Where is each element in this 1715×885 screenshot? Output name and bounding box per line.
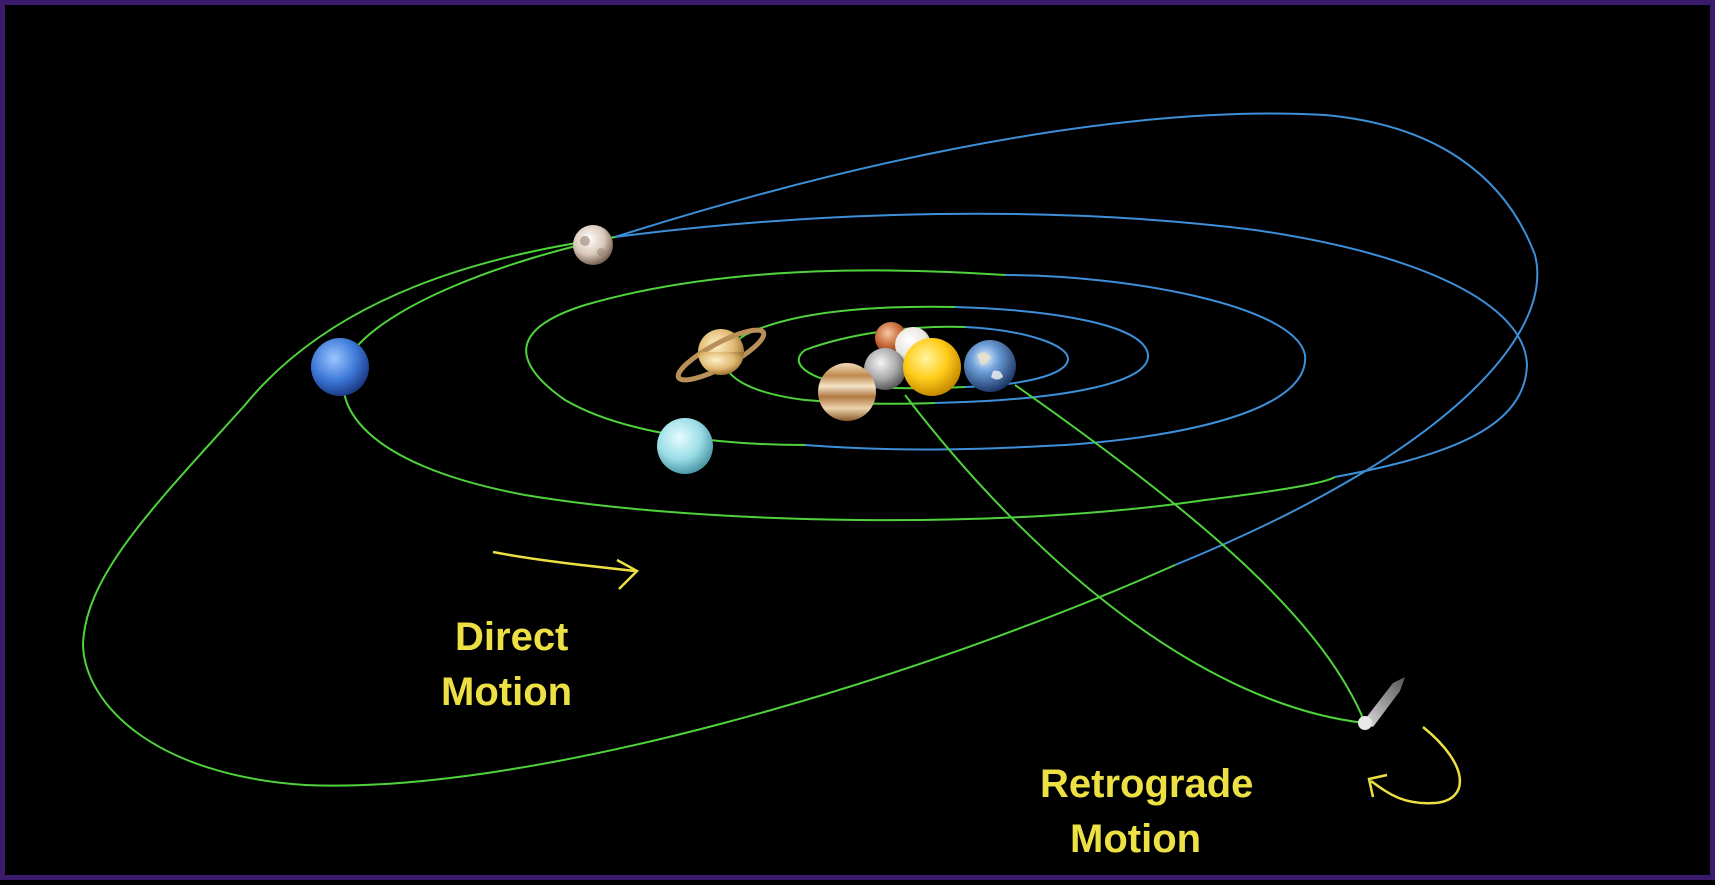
sun-icon xyxy=(903,338,961,396)
outer-orbit-blue-arc xyxy=(614,112,1539,566)
moon-icon xyxy=(864,348,906,390)
orbit-diagram-canvas: Direct Motion Retrograde Motion xyxy=(81,112,1539,861)
retrograde-motion-label-line1: Retrograde xyxy=(1040,762,1253,806)
inner-orbit-blue-arc xyxy=(934,306,1150,404)
comet-orbit-path xyxy=(904,384,1367,725)
earth-icon xyxy=(964,340,1016,392)
retrograde-motion-arrow xyxy=(1367,726,1461,805)
neptune-icon xyxy=(311,338,369,396)
third-orbit-blue-arc xyxy=(804,274,1307,451)
uranus-icon xyxy=(657,418,713,474)
saturn-icon xyxy=(675,327,767,383)
direct-motion-label-line2: Motion xyxy=(441,670,572,714)
second-orbit-blue-arc xyxy=(614,212,1529,478)
comet-icon xyxy=(1358,677,1405,730)
direct-motion-label-line1: Direct xyxy=(455,615,568,659)
retrograde-motion-label-line2: Motion xyxy=(1070,817,1201,861)
large-tilted-orbit xyxy=(81,236,1176,787)
neptune-orbit xyxy=(342,236,1336,522)
pluto-icon xyxy=(573,225,613,265)
jupiter-icon xyxy=(818,363,876,421)
innermost-orbit-blue-arc xyxy=(964,326,1069,388)
direct-motion-arrow xyxy=(492,550,640,590)
